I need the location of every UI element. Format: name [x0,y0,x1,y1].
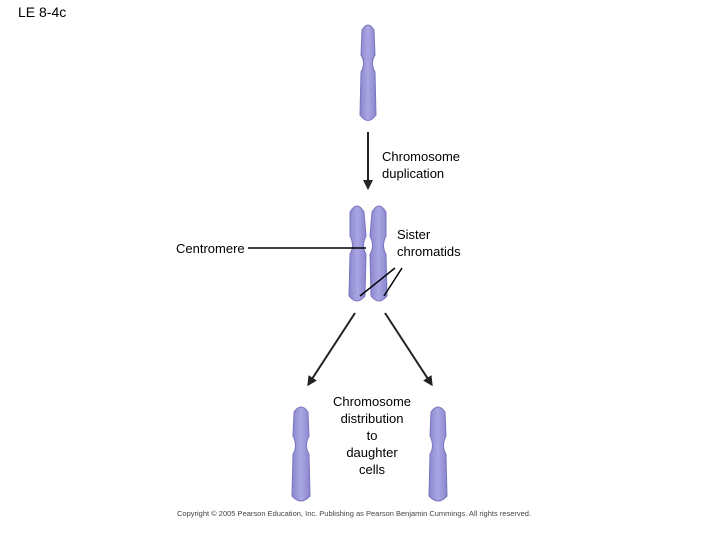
sister-chromatids-label: Sister chromatids [397,226,461,260]
duplication-label: Chromosome duplication [382,148,460,182]
copyright-notice: Copyright © 2005 Pearson Education, Inc.… [177,509,532,518]
daughter-chromosome-left [291,406,311,502]
distribution-line-1: Chromosome [332,394,412,409]
sister-pointer-left [359,267,396,297]
sister-line-2: chromatids [397,244,461,259]
distribution-line-5: cells [358,462,385,477]
distribution-line-4: daughter [346,445,398,460]
distribution-line-3: to [366,428,378,443]
centromere-label: Centromere [176,241,245,256]
duplicated-chromosome [348,205,388,302]
distribution-line-2: distribution [340,411,404,426]
chromosome-top [359,24,377,121]
daughter-chromosome-right [428,406,448,502]
duplication-line-1: Chromosome [382,149,461,164]
sister-pointer-right [383,267,403,297]
distribution-arrow-left [307,312,356,387]
sister-line-1: Sister [397,227,431,242]
distribution-label: Chromosome distribution to daughter cell… [322,393,422,478]
duplication-line-2: duplication [382,166,445,181]
slide-id: LE 8-4c [18,4,67,20]
distribution-arrow-right [384,312,433,387]
